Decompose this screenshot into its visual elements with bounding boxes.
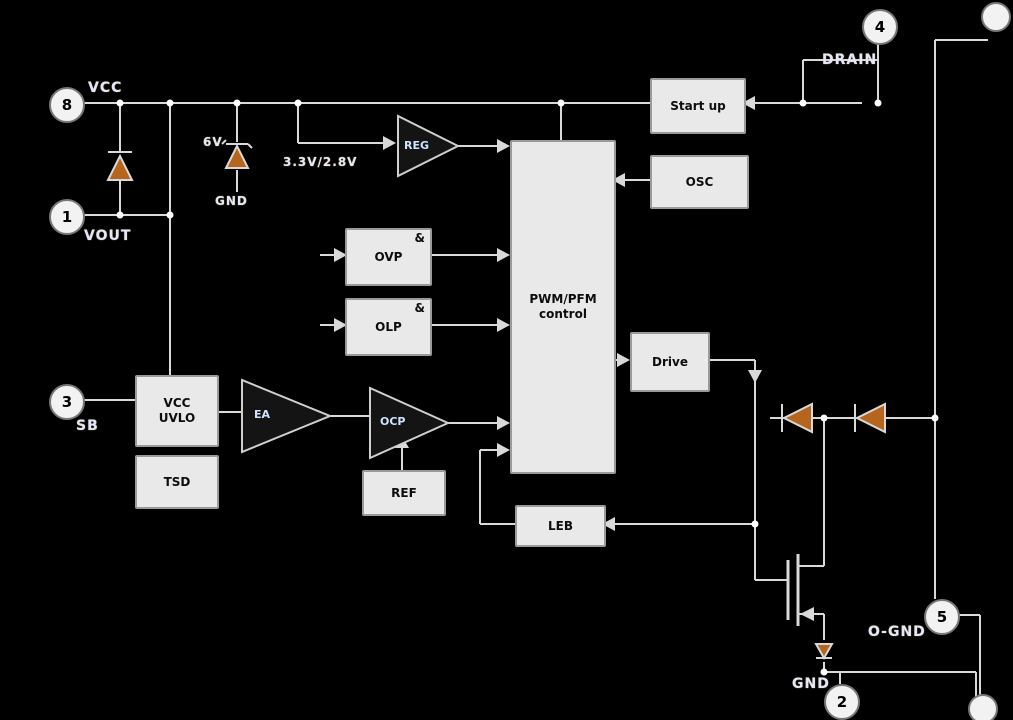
pin-gnd: 2	[824, 684, 860, 720]
clamp-diode-1-icon	[781, 402, 813, 434]
arrowheads	[334, 96, 762, 531]
label-gnd: GND	[792, 676, 830, 692]
block-olp: & OLP	[345, 298, 432, 356]
vout-vcc-diode-icon	[106, 153, 134, 181]
gnd-diode-icon	[814, 643, 834, 661]
block-leb: LEB	[515, 505, 606, 547]
pin-ognd: 5	[924, 599, 960, 635]
label-vcc: VCC	[88, 80, 123, 96]
label-zener-gnd: GND	[215, 194, 248, 208]
triangle-symbols	[241, 114, 461, 460]
pin-vout: 1	[49, 199, 85, 235]
reg-amp-icon	[397, 114, 461, 178]
label-ea: EA	[254, 408, 271, 421]
label-vout: VOUT	[84, 228, 132, 244]
label-sb: SB	[76, 418, 99, 434]
block-ref: REF	[362, 470, 446, 516]
block-drive: Drive	[630, 332, 710, 392]
pin-corner-bottom-right	[968, 694, 998, 720]
pin-drain: 4	[862, 9, 898, 45]
pin-corner-top-right	[981, 2, 1011, 32]
block-osc: OSC	[650, 155, 749, 209]
block-tsd: TSD	[135, 455, 219, 509]
and-gate-symbol: &	[414, 231, 425, 245]
pin-vcc: 8	[49, 87, 85, 123]
diode-symbols	[106, 143, 886, 661]
mosfet-arrow-icon	[800, 607, 814, 621]
zener-6v-icon	[224, 143, 250, 169]
clamp-diode-2-icon	[854, 402, 886, 434]
label-zener-6v: 6V	[203, 135, 223, 149]
block-ovp: & OVP	[345, 228, 432, 286]
pin-sb: 3	[49, 384, 85, 420]
label-ognd: O-GND	[868, 624, 926, 640]
ocp-comparator-icon	[369, 386, 451, 460]
label-drain: DRAIN	[822, 52, 878, 68]
and-gate-symbol: &	[414, 301, 425, 315]
error-amp-icon	[241, 378, 333, 454]
label-reg: REG	[404, 139, 430, 152]
block-startup: Start up	[650, 78, 746, 134]
label-reg-rail: 3.3V/2.8V	[283, 155, 358, 169]
junction-dots	[116, 99, 939, 676]
label-ocp: OCP	[380, 415, 406, 428]
